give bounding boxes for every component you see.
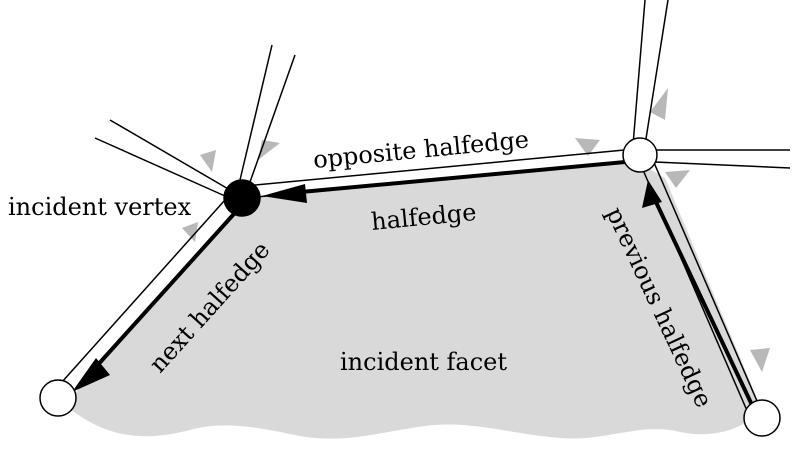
opposite-halfedge-label: opposite halfedge [312,125,530,174]
bold-arrowheads [72,180,662,392]
incident-facet-label: incident facet [340,348,507,376]
incident-vertex-node [223,179,261,217]
right-vertex-node [622,137,658,173]
bold-halfedges [93,159,754,407]
halfedge-arrowhead [262,184,307,203]
previous-halfedge-arrowhead [642,180,662,208]
next-halfedge-arrowhead [72,358,110,392]
bottom-left-vertex-node [39,379,77,417]
incident-facet-region [65,162,762,439]
bottom-right-vertex-node [743,399,781,437]
incident-vertex-label: incident vertex [8,193,192,221]
previous-halfedge-line [653,198,754,407]
halfedge-line [288,159,638,195]
outer-halfedge-arrowheads [182,88,770,372]
next-halfedge-line [93,203,244,370]
